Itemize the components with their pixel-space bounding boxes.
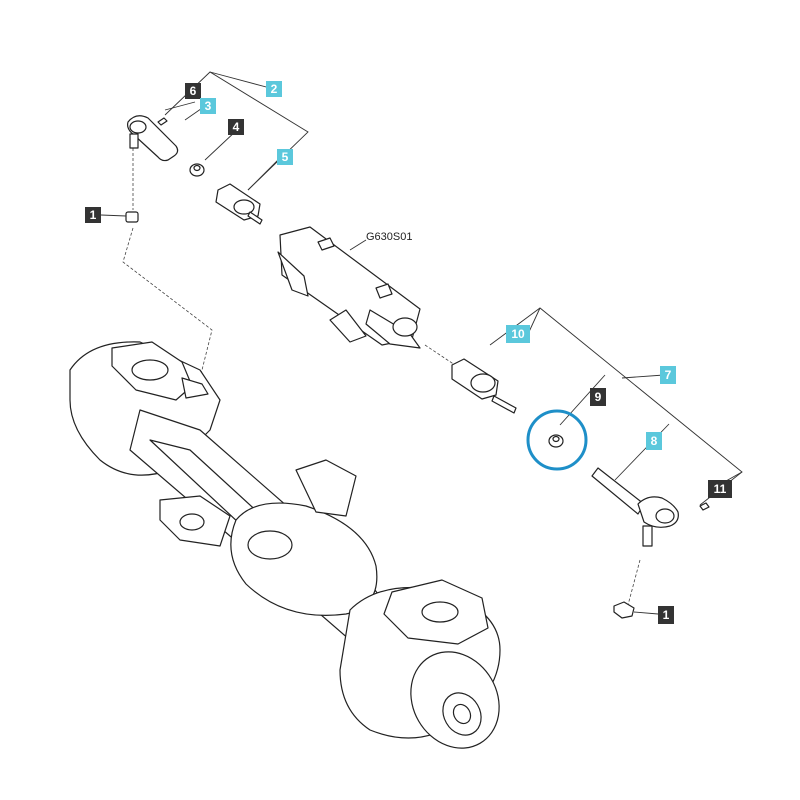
drawing-ref-leader: [349, 239, 367, 251]
nut-1-upper: [125, 211, 139, 223]
callout-8: 8: [646, 432, 662, 450]
nut-4: [189, 163, 205, 177]
callout-1-lower: 1: [658, 606, 674, 624]
svg-text:2: 2: [271, 82, 278, 96]
svg-text:8: 8: [651, 434, 658, 448]
front-axle-housing: [69, 341, 501, 749]
callout-6: 6: [185, 83, 201, 99]
steering-cylinder: [277, 226, 421, 349]
svg-text:5: 5: [282, 150, 289, 164]
tie-rod-end-right: [591, 467, 679, 547]
callout-2: 2: [266, 81, 282, 97]
svg-text:3: 3: [205, 99, 212, 113]
svg-text:4: 4: [233, 120, 240, 134]
highlight-ring: [526, 409, 588, 471]
nut-9: [548, 434, 564, 448]
tie-rod-end-left: [127, 115, 179, 162]
dashed-assembly-paths: [122, 148, 641, 606]
callout-7: 7: [660, 366, 676, 384]
callout-9: 9: [590, 388, 606, 406]
callout-3: 3: [200, 98, 216, 114]
svg-text:1: 1: [90, 208, 97, 222]
callout-1-upper-leader: [100, 214, 127, 217]
cotter-pin-left: [157, 117, 168, 126]
callout-5: 5: [277, 149, 293, 165]
callout-4: 4: [228, 119, 244, 135]
callout-10: 10: [506, 325, 530, 343]
svg-text:9: 9: [595, 390, 602, 404]
svg-text:7: 7: [665, 368, 672, 382]
svg-text:6: 6: [190, 84, 197, 98]
svg-text:11: 11: [714, 482, 727, 496]
callout-1-upper: 1: [85, 207, 101, 223]
svg-text:1: 1: [663, 608, 670, 622]
inner-ball-joint-10: [451, 358, 517, 414]
inner-ball-joint-5: [215, 183, 263, 225]
callout-11: 11: [708, 480, 732, 498]
svg-text:10: 10: [511, 327, 525, 341]
cotter-pin-right: [699, 502, 710, 511]
drawing-reference: G630S01: [366, 231, 412, 243]
nut-1-lower: [613, 601, 635, 619]
callout-1-lower-leader: [633, 611, 659, 615]
